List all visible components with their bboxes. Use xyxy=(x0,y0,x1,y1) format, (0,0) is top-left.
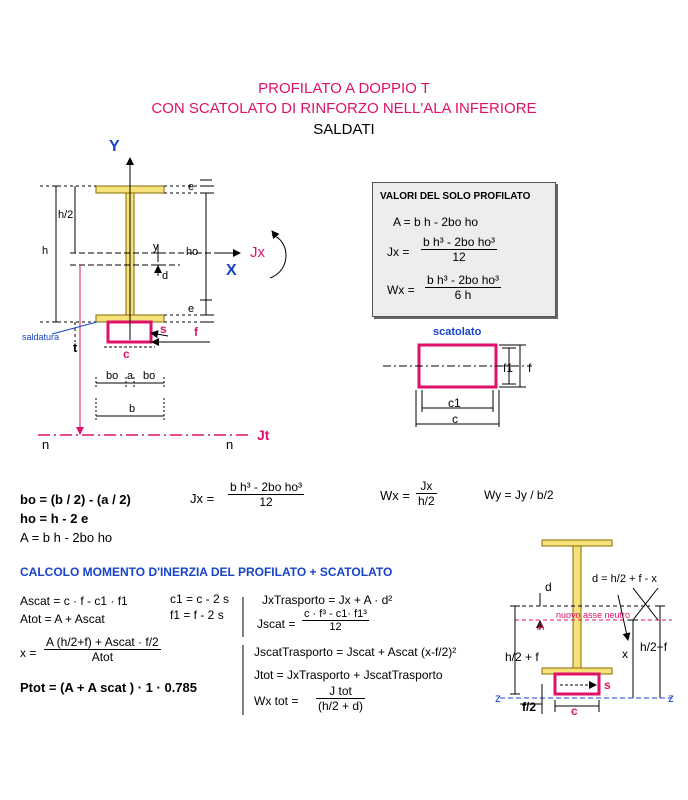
label-ho: ho xyxy=(186,246,199,258)
calc-ptot: Ptot = (A + A scat ) · 1 · 0.785 xyxy=(20,680,197,695)
panel-wx-fraction: b h³ - 2bo ho³ 6 h xyxy=(425,273,502,302)
label-s: s xyxy=(160,322,167,336)
right-label-x: x xyxy=(622,647,628,661)
calc-jscat-fraction: c · f³ - c1· f1³ 12 xyxy=(302,608,369,633)
label-h: h xyxy=(42,245,49,257)
calc-jx-trasporto: JxTrasporto = Jx + A · d² xyxy=(262,593,393,607)
right-label-h2f-right: h/2+f xyxy=(640,640,668,654)
label-y: y xyxy=(153,241,159,253)
label-jt: Jt xyxy=(257,427,270,443)
title-line-3: SALDATI xyxy=(313,121,375,138)
formula-wx-denominator: h/2 xyxy=(418,494,435,508)
formula-wy: Wy = Jy / b/2 xyxy=(484,488,554,502)
right-label-z-right: z xyxy=(668,691,674,705)
calc-x-lhs: x = xyxy=(20,646,37,660)
right-neutral-axis-label: nuovo asse neutro xyxy=(556,610,631,620)
right-i-beam xyxy=(541,539,613,675)
scatolato-label-f: f xyxy=(528,361,532,375)
axis-x-label: X xyxy=(226,262,237,279)
right-label-h2f-left: h/2 + f xyxy=(505,650,539,664)
scatolato-label-f1: f1 xyxy=(503,361,514,375)
label-a: a xyxy=(127,370,134,382)
label-f: f xyxy=(194,325,198,339)
label-d: d xyxy=(162,270,169,282)
formula-ho: ho = h - 2 e xyxy=(20,511,89,526)
right-label-a: A xyxy=(537,621,545,633)
label-bo-right: bo xyxy=(143,370,156,382)
title-line-1: PROFILATO A DOPPIO T xyxy=(258,80,430,97)
panel-area-formula: A = b h - 2bo ho xyxy=(393,215,479,229)
calc-wxtot-lhs: Wx tot = xyxy=(254,694,299,708)
formula-jx-denominator: 12 xyxy=(259,495,273,509)
label-b: b xyxy=(129,403,136,415)
label-e-top: e xyxy=(188,181,195,193)
right-scatolato-box xyxy=(553,672,601,696)
calc-atot: Atot = A + Ascat xyxy=(20,612,105,626)
calc-jscat-lhs: Jscat = xyxy=(257,617,296,631)
calc-wxtot-fraction: J tot (h/2 + d) xyxy=(316,684,366,713)
panel-title: VALORI DEL SOLO PROFILATO xyxy=(380,191,531,202)
calc-x-numerator: A (h/2+f) + Ascat · f/2 xyxy=(44,635,161,650)
scatolato-label-c: c xyxy=(452,412,458,426)
calc-jscat-denominator: 12 xyxy=(329,621,342,633)
calc-x-fraction: A (h/2+f) + Ascat · f/2 Atot xyxy=(44,635,161,664)
formula-area: A = b h - 2bo ho xyxy=(20,530,113,545)
calc-f1: f1 = f - 2 s xyxy=(170,608,224,622)
calc-c1: c1 = c - 2 s xyxy=(170,592,230,606)
formula-bo: bo = (b / 2) - (a / 2) xyxy=(20,492,131,507)
right-label-d: d xyxy=(545,580,552,594)
right-label-s: s xyxy=(604,678,611,692)
calc-x-denominator: Atot xyxy=(91,650,114,664)
panel-wx-numerator: b h³ - 2bo ho³ xyxy=(425,273,502,288)
label-e-bottom: e xyxy=(188,303,195,315)
calc-heading: CALCOLO MOMENTO D'INERZIA DEL PROFILATO … xyxy=(20,565,393,579)
saldatura-label: saldatura xyxy=(22,332,60,342)
formula-jx-numerator: b h³ - 2bo ho³ xyxy=(228,480,305,495)
calc-ascat: Ascat = c · f - c1 · f1 xyxy=(20,594,128,608)
panel-wx-denominator: 6 h xyxy=(454,288,472,302)
label-bo-left: bo xyxy=(106,370,119,382)
moment-jx-label: Jx xyxy=(250,244,265,261)
panel-jx-fraction: b h³ - 2bo ho³ 12 xyxy=(421,235,498,264)
formula-wx-numerator: Jx xyxy=(416,479,437,494)
formula-jx-lhs: Jx = xyxy=(190,491,215,506)
axis-y-label: Y xyxy=(109,138,120,155)
scatolato-label-c1: c1 xyxy=(448,396,461,410)
calc-jscat-numerator: c · f³ - c1· f1³ xyxy=(302,608,369,621)
title-line-2: CON SCATOLATO DI RINFORZO NELL'ALA INFER… xyxy=(151,100,537,117)
panel-jx-denominator: 12 xyxy=(452,250,466,264)
label-n-left: n xyxy=(42,437,50,452)
calc-wxtot-denominator: (h/2 + d) xyxy=(318,699,364,713)
right-label-c: c xyxy=(571,704,578,718)
scatolato-title: scatolato xyxy=(433,326,482,338)
right-label-z-left: z xyxy=(495,691,501,705)
calc-jscat-trasporto: JscatTrasporto = Jscat + Ascat (x-f/2)² xyxy=(254,645,457,659)
calc-wxtot-numerator: J tot xyxy=(316,684,366,699)
label-t: t xyxy=(73,340,78,355)
calc-jtot: Jtot = JxTrasporto + JscatTrasporto xyxy=(254,668,443,682)
panel-jx-lhs: Jx = xyxy=(387,245,410,259)
right-label-f2: f/2 xyxy=(522,700,537,714)
formula-wx-lhs: Wx = xyxy=(380,488,410,503)
formula-wx-fraction: Jx h/2 xyxy=(416,479,437,508)
label-h-half: h/2 xyxy=(58,209,74,221)
label-c: c xyxy=(123,347,130,361)
panel-jx-numerator: b h³ - 2bo ho³ xyxy=(421,235,498,250)
right-d-equation: d = h/2 + f - x xyxy=(592,573,657,585)
jx-rotation-arc xyxy=(269,234,287,279)
profile-values-panel: VALORI DEL SOLO PROFILATO A = b h - 2bo … xyxy=(372,182,556,317)
formula-jx-fraction: b h³ - 2bo ho³ 12 xyxy=(228,480,305,509)
label-n-right: n xyxy=(226,437,234,452)
panel-wx-lhs: Wx = xyxy=(387,283,415,297)
